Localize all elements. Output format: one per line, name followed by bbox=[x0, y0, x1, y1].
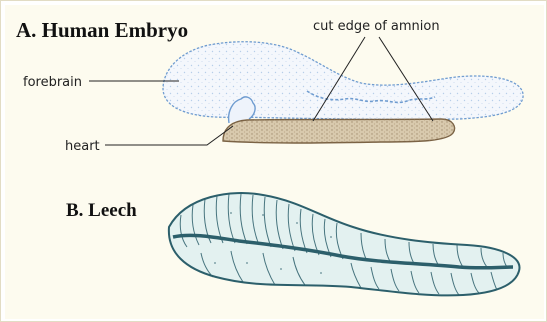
panel-a-title: A. Human Embryo bbox=[16, 18, 188, 42]
amnion-texture bbox=[223, 119, 455, 143]
amnion-label: cut edge of amnion bbox=[313, 19, 440, 34]
panel-b-title: B. Leech bbox=[66, 200, 137, 221]
forebrain-label: forebrain bbox=[23, 75, 82, 90]
heart-label: heart bbox=[65, 139, 100, 154]
